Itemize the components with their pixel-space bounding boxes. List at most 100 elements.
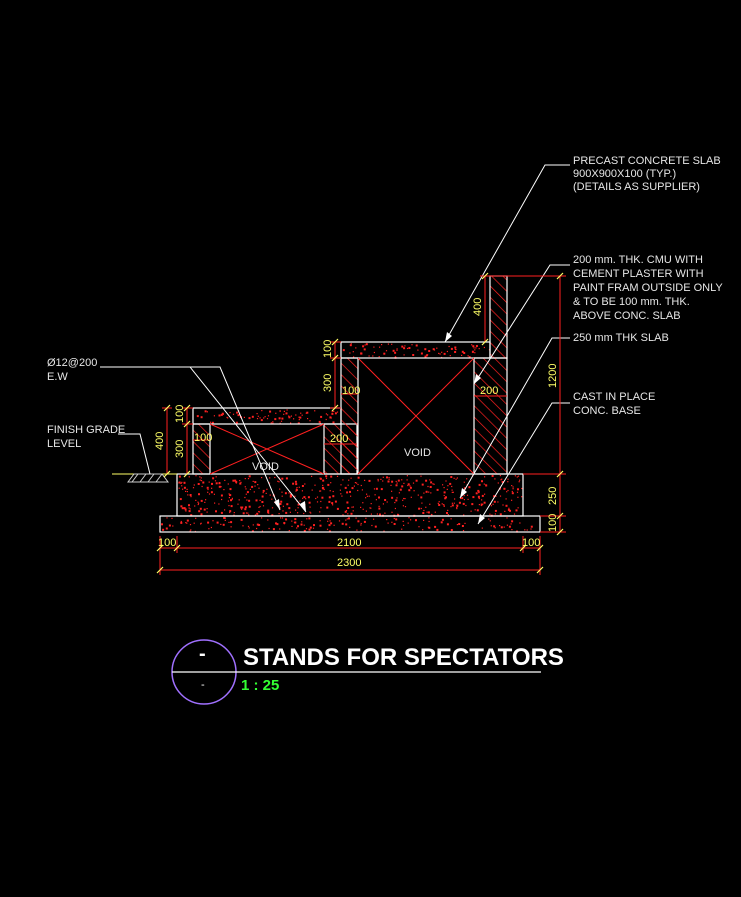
speckle: [402, 505, 404, 507]
speckle: [242, 525, 244, 527]
speckle: [322, 479, 325, 482]
speckle: [497, 482, 499, 484]
note-cast-2: CONC. BASE: [573, 405, 641, 417]
speckle: [430, 492, 432, 494]
speckle: [499, 513, 502, 516]
speckle: [357, 520, 360, 523]
speckle: [332, 504, 334, 506]
speckle: [325, 475, 328, 478]
speckle: [404, 498, 406, 500]
speckle: [349, 352, 351, 354]
speckle: [506, 491, 508, 493]
speckle: [506, 524, 508, 526]
speckle: [456, 508, 458, 510]
speckle: [402, 520, 404, 522]
speckle: [320, 415, 323, 418]
speckle: [221, 412, 224, 415]
speckle: [282, 505, 284, 507]
speckle: [185, 510, 187, 512]
speckle: [507, 508, 510, 511]
speckle: [489, 513, 491, 515]
speckle: [495, 495, 497, 497]
speckle: [285, 477, 288, 480]
bubble-top-mark: -: [199, 643, 206, 665]
speckle: [509, 509, 511, 512]
speckle: [420, 352, 423, 355]
speckle: [232, 413, 235, 415]
speckle: [403, 482, 405, 484]
speckle: [301, 414, 303, 416]
speckle: [468, 356, 471, 359]
speckle: [239, 480, 241, 482]
speckle: [257, 415, 259, 417]
speckle: [362, 502, 364, 504]
speckle: [311, 489, 313, 491]
speckle: [237, 503, 239, 505]
speckle: [341, 495, 343, 497]
speckle: [200, 416, 203, 419]
speckle: [378, 496, 380, 499]
speckle: [467, 355, 469, 357]
speckle: [161, 523, 163, 526]
speckle: [190, 496, 192, 498]
speckle: [325, 418, 327, 421]
speckle: [200, 477, 202, 479]
speckle: [480, 503, 483, 506]
speckle: [425, 354, 428, 357]
speckle: [193, 522, 195, 524]
speckle: [256, 527, 258, 530]
speckle: [179, 498, 182, 501]
speckle: [289, 511, 291, 513]
speckle: [445, 480, 447, 482]
speckle: [425, 490, 428, 493]
speckle: [455, 478, 457, 480]
speckle: [512, 488, 514, 490]
speckle: [235, 482, 237, 484]
speckle: [336, 475, 339, 477]
speckle: [407, 484, 409, 487]
speckle: [350, 512, 353, 515]
speckle: [298, 416, 300, 418]
speckle: [300, 412, 302, 414]
speckle: [424, 355, 427, 358]
speckle: [501, 481, 504, 483]
speckle: [398, 492, 400, 494]
speckle: [401, 345, 404, 348]
speckle: [295, 483, 298, 486]
speckle: [262, 505, 265, 507]
speckle: [363, 348, 366, 351]
speckle: [299, 500, 301, 502]
speckle: [240, 518, 243, 521]
dimension-lines: [159, 275, 566, 575]
speckle: [306, 518, 308, 520]
speckle: [370, 507, 372, 509]
speckle: [204, 410, 207, 413]
speckle: [258, 506, 260, 508]
speckle: [472, 496, 475, 499]
speckle: [342, 514, 344, 516]
speckle: [206, 486, 209, 489]
speckle: [251, 530, 254, 533]
speckle: [382, 480, 384, 482]
speckle: [261, 530, 263, 532]
speckle: [332, 495, 335, 498]
speckle: [213, 415, 215, 417]
speckle: [464, 522, 466, 524]
speckle: [449, 355, 451, 357]
speckle: [352, 510, 354, 512]
speckle: [440, 521, 443, 524]
speckle: [303, 524, 305, 526]
speckle: [471, 503, 474, 506]
speckle: [215, 476, 217, 478]
speckle: [379, 346, 381, 348]
speckle: [390, 484, 392, 486]
speckle: [411, 344, 413, 346]
dim-200-low: 200: [330, 433, 348, 445]
speckle: [302, 497, 304, 499]
speckle: [206, 411, 208, 413]
speckle: [292, 482, 295, 485]
speckle: [506, 517, 508, 519]
speckle: [377, 478, 379, 481]
speckle: [383, 352, 386, 355]
